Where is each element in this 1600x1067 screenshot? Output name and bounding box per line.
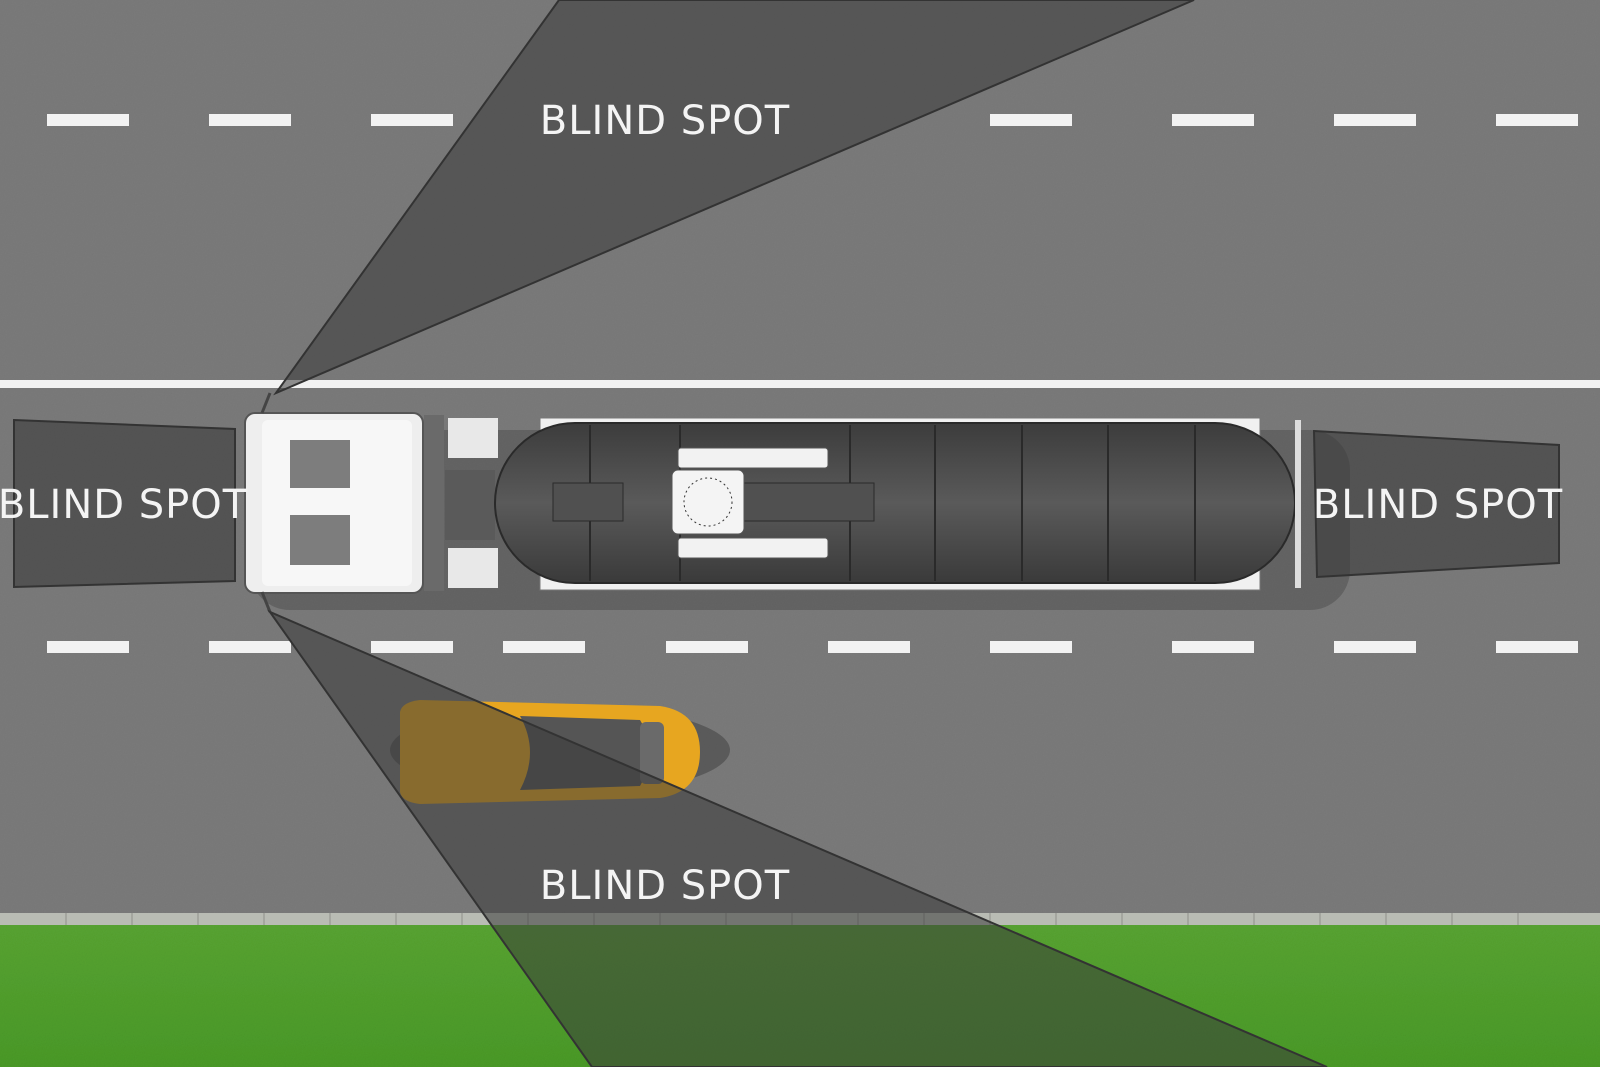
- blind-spot-zone-top: [273, 0, 1195, 396]
- blind-spot-label-front: BLIND SPOT: [0, 482, 248, 528]
- blind-spot-label-rear: BLIND SPOT: [1313, 482, 1563, 528]
- truck-cab: [244, 392, 498, 613]
- blind-spot-zone-front: [13, 418, 236, 589]
- blind-spot-label-top: BLIND SPOT: [540, 98, 790, 144]
- dashed-lane-bottom: [47, 641, 1578, 653]
- blind-spot-zone-rear: [1312, 429, 1560, 579]
- dashed-lane-top: [47, 114, 1578, 126]
- solid-lane-line: [0, 380, 1600, 388]
- tanker-trailer: [494, 417, 1301, 591]
- blind-spot-label-bottom: BLIND SPOT: [540, 863, 790, 909]
- blind-spot-zone-bottom: [267, 609, 1328, 1067]
